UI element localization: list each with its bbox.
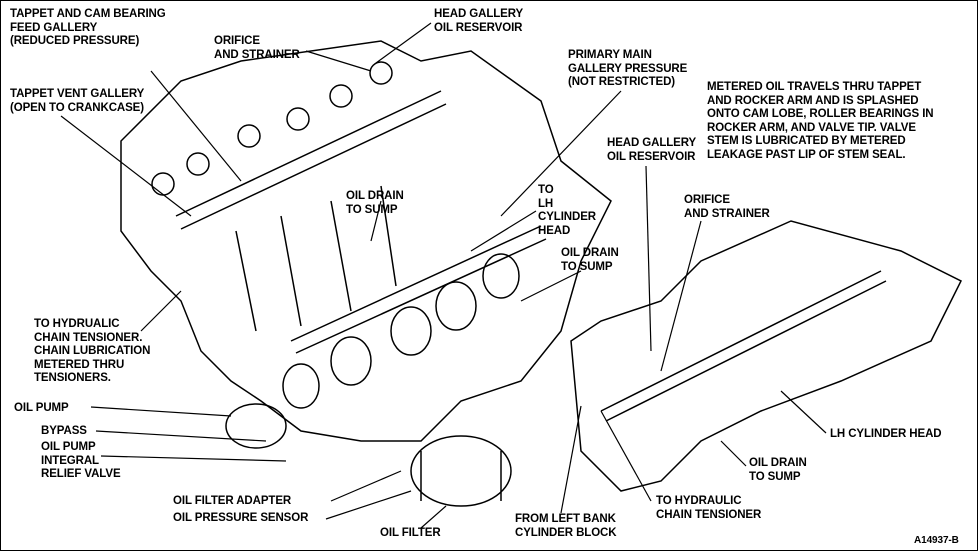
main-gallery [290, 225, 547, 354]
block-outline [120, 40, 612, 442]
label-line: ROCKER ARM, AND VALVE TIP. VALVE [707, 121, 916, 134]
label-oil-filter: OIL FILTER [380, 527, 441, 541]
label-line: TO SUMP [749, 470, 801, 483]
label-line: TO HYDRAULIC [656, 495, 742, 507]
label-line: TO SUMP [561, 260, 613, 273]
label-line: OIL PUMP [14, 402, 69, 414]
label-line: OIL FILTER [380, 527, 441, 539]
label-line: PRIMARY MAIN [568, 49, 652, 61]
label-line: GALLERY PRESSURE [568, 62, 688, 75]
label-line: CYLINDER [538, 211, 596, 223]
label-line: METERED THRU [34, 358, 125, 371]
label-line: STEM IS LUBRICATED BY METERED [707, 135, 906, 147]
label-line: RELIEF VALVE [41, 468, 121, 480]
label-line: CHAIN TENSIONER [656, 508, 762, 521]
label-line: FEED GALLERY [10, 21, 98, 34]
label-line: OIL RESERVOIR [434, 21, 523, 34]
label-line: TAPPET VENT GALLERY [10, 88, 145, 100]
lh-camshaft [600, 270, 887, 422]
label-line: AND ROCKER ARM AND IS SPLASHED [707, 94, 919, 107]
label-line: OIL DRAIN [346, 190, 404, 202]
lh-head-outline [570, 220, 963, 492]
label-line: OIL RESERVOIR [607, 150, 696, 163]
drain-tubes [235, 185, 397, 332]
leader-lines [60, 22, 827, 529]
label-line: INTEGRAL [41, 454, 99, 467]
label-line: (OPEN TO CRANKCASE) [10, 101, 144, 114]
label-oil-filter-adapter: OIL FILTER ADAPTER [173, 495, 291, 509]
label-line: HEAD GALLERY [434, 8, 524, 20]
label-line: OIL DRAIN [749, 457, 807, 469]
label-line: BYPASS [41, 425, 87, 437]
label-line: OIL DRAIN [561, 247, 619, 259]
label-oil-pump: OIL PUMP [14, 402, 69, 416]
label-line: HEAD GALLERY [607, 137, 697, 149]
label-line: TO HYDRUALIC [34, 318, 120, 330]
label-line: CHAIN TENSIONER. [34, 331, 143, 344]
label-line: AND STRAINER [214, 48, 300, 61]
label-oil-pressure-sensor: OIL PRESSURE SENSOR [173, 512, 308, 526]
label-line: CYLINDER BLOCK [515, 526, 617, 539]
label-line: OIL PRESSURE SENSOR [173, 512, 309, 524]
label-line: TENSIONERS. [34, 372, 111, 384]
figure-id: A14937-B [914, 535, 959, 546]
oil-filter-shape [410, 435, 512, 507]
label-line: CHAIN LUBRICATION [34, 345, 151, 357]
label-line: FROM LEFT BANK [515, 513, 616, 525]
label-line: TAPPET AND CAM BEARING [10, 8, 166, 20]
label-line: HEAD [538, 224, 571, 237]
label-line: OIL PUMP [41, 441, 96, 453]
label-tappet-vent-gallery: TAPPET VENT GALLERY(OPEN TO CRANKCASE) [10, 88, 144, 115]
label-lh-cylinder-head: LH CYLINDER HEAD [830, 428, 942, 442]
label-line: LEAKAGE PAST LIP OF STEM SEAL. [707, 148, 906, 161]
label-line: ORIFICE [214, 35, 260, 47]
label-line: LH CYLINDER HEAD [830, 428, 942, 440]
oil-pump [225, 403, 287, 449]
crank-pulleys [282, 253, 520, 409]
tappets [151, 61, 393, 196]
feed-gallery [175, 90, 447, 230]
label-bypass: BYPASS [41, 425, 87, 439]
label-line: TO SUMP [346, 203, 398, 216]
label-line: TO [538, 184, 554, 196]
label-line: (NOT RESTRICTED) [568, 76, 676, 88]
label-line: LH [538, 197, 554, 210]
label-line: METERED OIL TRAVELS THRU TAPPET [707, 81, 922, 93]
label-line: (REDUCED PRESSURE) [10, 35, 140, 47]
label-line: AND STRAINER [684, 207, 770, 220]
label-line: OIL FILTER ADAPTER [173, 495, 292, 507]
label-line: ONTO CAM LOBE, ROLLER BEARINGS IN [707, 108, 934, 120]
label-line: ORIFICE [684, 194, 730, 206]
